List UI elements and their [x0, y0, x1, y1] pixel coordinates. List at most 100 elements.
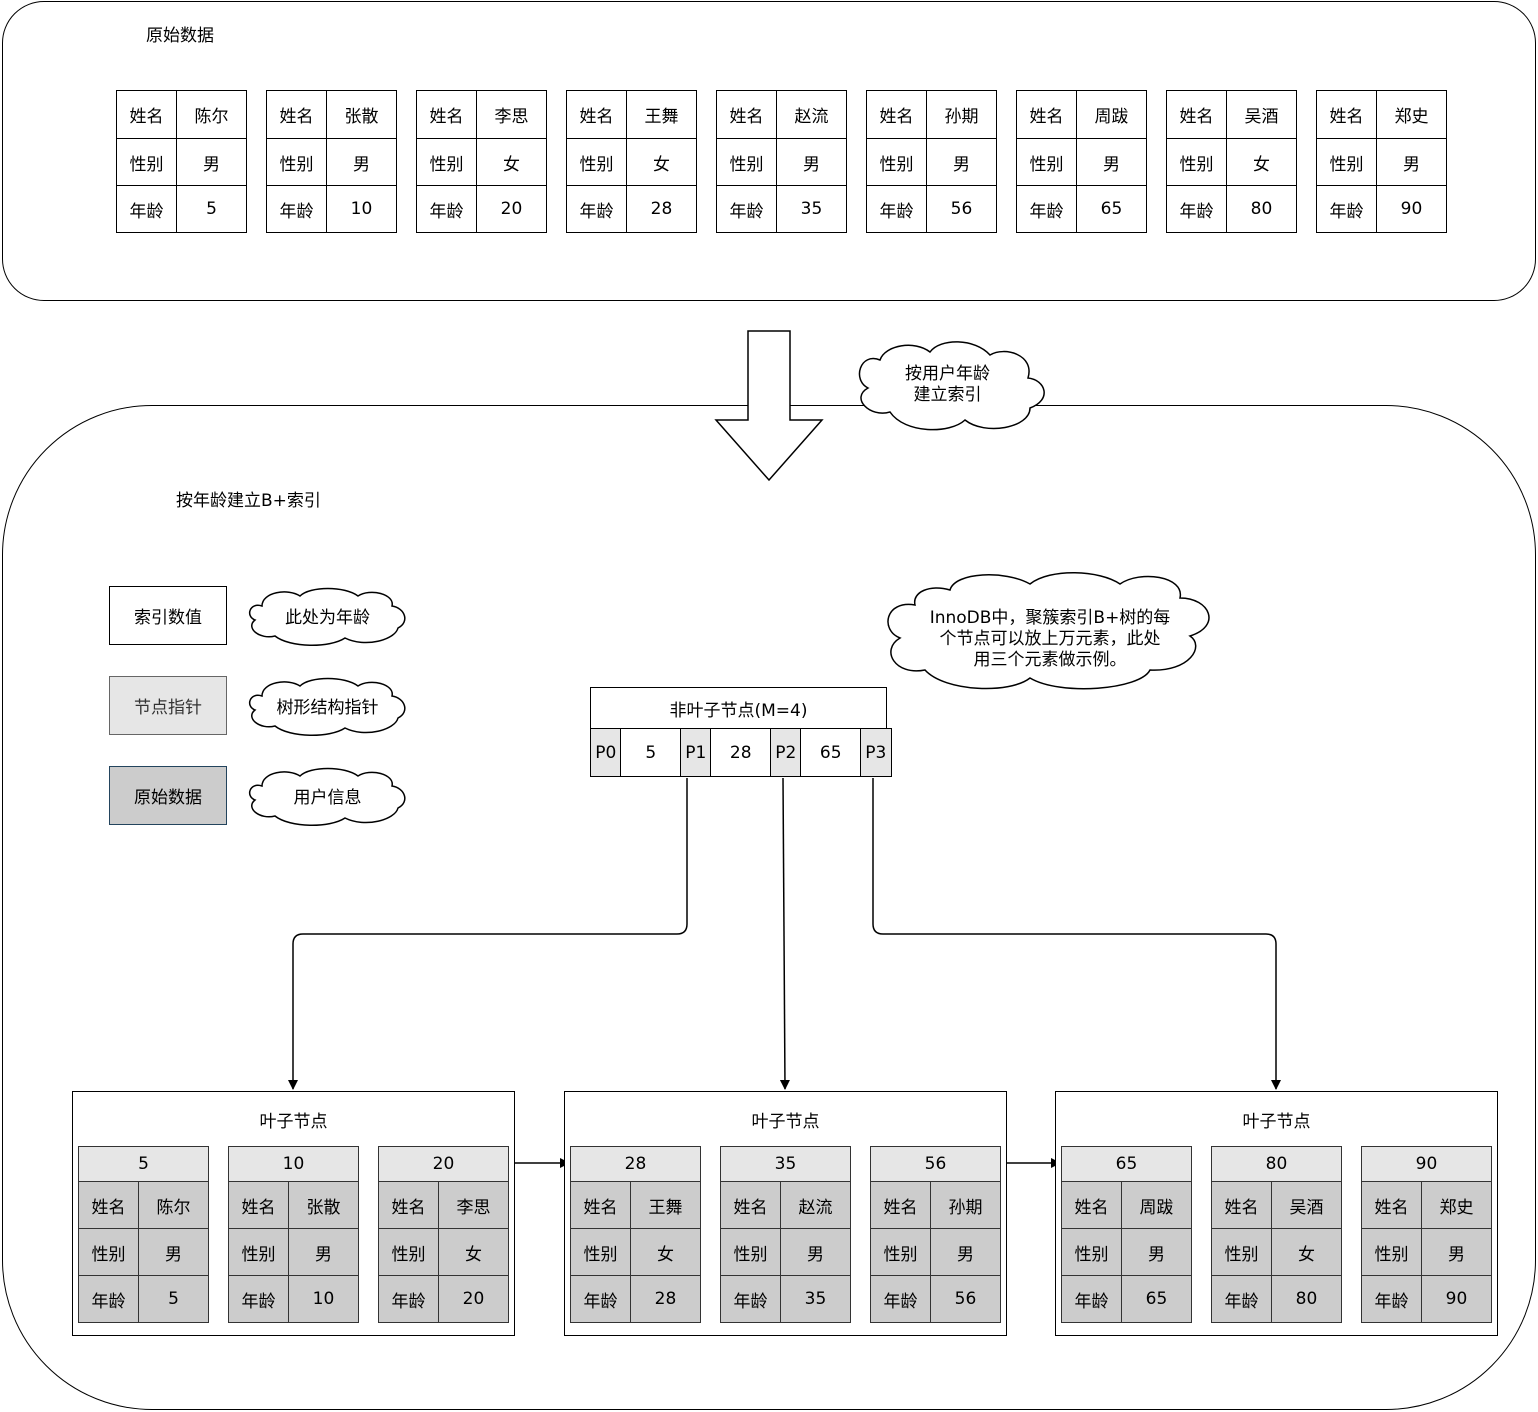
- field-label: 性别: [1316, 138, 1377, 186]
- field-value: 90: [1376, 185, 1447, 233]
- field-label: 年龄: [866, 185, 927, 233]
- field-value: 男: [138, 1228, 209, 1276]
- field-value: 男: [930, 1228, 1001, 1276]
- field-label: 年龄: [416, 185, 477, 233]
- node-pointer-cell: P1: [680, 728, 712, 777]
- index-key-cell: 28: [710, 728, 772, 777]
- raw-data-panel: [2, 1, 1536, 301]
- index-by-age-cloud-text: 按用户年龄 建立索引: [905, 364, 990, 405]
- field-value: 10: [326, 185, 397, 233]
- field-value: 陈尔: [176, 90, 247, 139]
- field-label: 性别: [1211, 1228, 1272, 1276]
- field-value: 20: [438, 1275, 509, 1323]
- field-value: 男: [776, 138, 847, 186]
- legend-node-pointer-box: 节点指针: [109, 676, 227, 735]
- field-label: 姓名: [416, 90, 477, 139]
- field-value: 65: [1076, 185, 1147, 233]
- field-label: 姓名: [228, 1181, 289, 1229]
- field-label: 年龄: [570, 1275, 631, 1323]
- legend-raw-data-label: 原始数据: [134, 788, 202, 808]
- cloud-icon: [858, 341, 1045, 431]
- field-label: 姓名: [1361, 1181, 1422, 1229]
- field-label: 年龄: [1211, 1275, 1272, 1323]
- field-label: 性别: [1061, 1228, 1122, 1276]
- field-label: 姓名: [570, 1181, 631, 1229]
- cloud-icon: [248, 677, 406, 736]
- field-label: 姓名: [720, 1181, 781, 1229]
- tree-edge-p1: [779, 777, 790, 1090]
- field-label: 年龄: [228, 1275, 289, 1323]
- internal-node-title: 非叶子节点(M=4): [590, 687, 887, 730]
- field-label: 姓名: [266, 90, 327, 139]
- field-label: 性别: [1016, 138, 1077, 186]
- field-label: 性别: [116, 138, 177, 186]
- legend-index-value-note: 此处为年龄: [285, 607, 370, 628]
- field-label: 性别: [720, 1228, 781, 1276]
- cloud-icon: [248, 767, 406, 826]
- field-value: 56: [930, 1275, 1001, 1323]
- leaf-record-key: 90: [1361, 1146, 1492, 1182]
- field-value: 女: [1226, 138, 1297, 186]
- field-value: 男: [1421, 1228, 1492, 1276]
- field-value: 男: [1121, 1228, 1192, 1276]
- legend-node-pointer-label: 节点指针: [134, 698, 202, 718]
- field-label: 姓名: [378, 1181, 439, 1229]
- field-label: 性别: [566, 138, 627, 186]
- field-label: 姓名: [1211, 1181, 1272, 1229]
- field-label: 姓名: [116, 90, 177, 139]
- tree-edge-p2: [872, 778, 1281, 1090]
- field-label: 年龄: [870, 1275, 931, 1323]
- leaf-record-key: 20: [378, 1146, 509, 1182]
- node-pointer-cell: P0: [590, 728, 622, 777]
- field-value: 5: [176, 185, 247, 233]
- index-key-cell: 65: [800, 728, 862, 777]
- field-value: 80: [1271, 1275, 1342, 1323]
- field-value: 80: [1226, 185, 1297, 233]
- leaf-record-key: 35: [720, 1146, 851, 1182]
- leaf-node-title: 叶子节点: [751, 1112, 820, 1132]
- innodb-note-cloud-text: InnoDB中，聚簇索引B+树的每 个节点可以放上万元素，此处 用三个元素做示例…: [929, 607, 1171, 670]
- field-value: 吴酒: [1271, 1181, 1342, 1229]
- cloud-icon: [248, 587, 406, 646]
- tree-edge-p0: [288, 778, 688, 1090]
- field-value: 孙期: [930, 1181, 1001, 1229]
- legend-index-value-label: 索引数值: [134, 608, 202, 628]
- leaf-node-title: 叶子节点: [259, 1112, 328, 1132]
- field-value: 56: [926, 185, 997, 233]
- field-label: 姓名: [1016, 90, 1077, 139]
- field-value: 男: [326, 138, 397, 186]
- field-label: 姓名: [566, 90, 627, 139]
- leaf-record-key: 56: [870, 1146, 1001, 1182]
- field-label: 年龄: [78, 1275, 139, 1323]
- leaf-record-key: 10: [228, 1146, 359, 1182]
- field-label: 姓名: [1061, 1181, 1122, 1229]
- field-value: 女: [630, 1228, 701, 1276]
- field-value: 张散: [288, 1181, 359, 1229]
- field-value: 李思: [438, 1181, 509, 1229]
- field-value: 赵流: [780, 1181, 851, 1229]
- field-value: 65: [1121, 1275, 1192, 1323]
- field-value: 赵流: [776, 90, 847, 139]
- field-value: 女: [438, 1228, 509, 1276]
- field-label: 性别: [1361, 1228, 1422, 1276]
- field-value: 28: [626, 185, 697, 233]
- index-key-cell: 5: [620, 728, 682, 777]
- legend-raw-data-box: 原始数据: [109, 766, 227, 825]
- legend-raw-data-note: 用户信息: [293, 787, 362, 808]
- field-label: 年龄: [1061, 1275, 1122, 1323]
